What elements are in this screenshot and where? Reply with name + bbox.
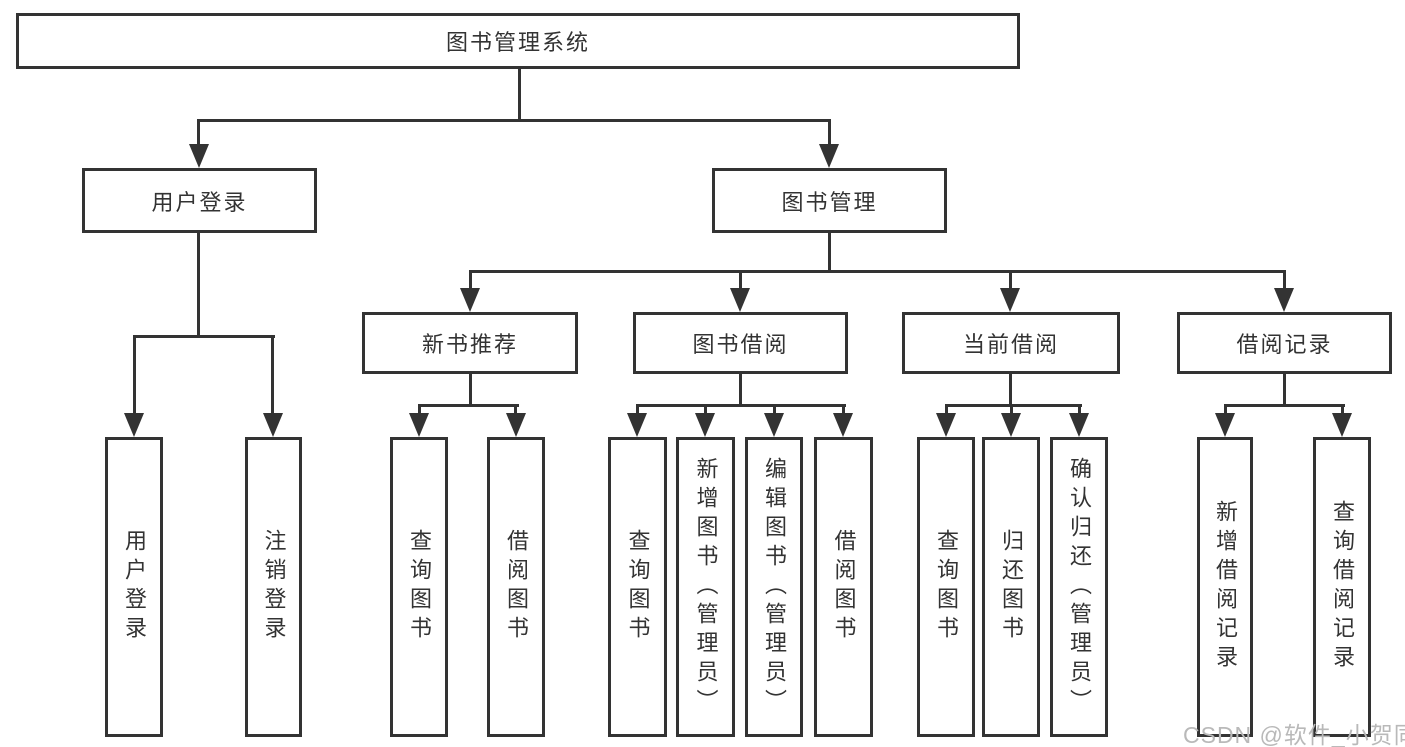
connector-stem	[514, 404, 517, 416]
arrow-down-icon	[695, 413, 715, 437]
leaf-label: 编辑图书（管理员）	[762, 456, 787, 718]
connector-stem	[133, 335, 136, 415]
connector-records-bar	[1224, 404, 1345, 407]
connector-stem	[842, 404, 845, 416]
arrow-down-icon	[1215, 413, 1235, 437]
connector-stem	[636, 404, 639, 416]
connector-mgmt-stem	[828, 233, 831, 273]
leaf-label: 注销登录	[261, 529, 287, 645]
arrow-down-icon	[460, 288, 480, 312]
arrow-down-icon	[819, 144, 839, 168]
arrow-down-icon	[936, 413, 956, 437]
leaf-label: 用户登录	[122, 529, 147, 645]
connector-stem	[469, 270, 472, 291]
leaf-label: 查询图书	[407, 529, 432, 645]
node-root: 图书管理系统	[16, 13, 1020, 69]
arrow-down-icon	[1069, 413, 1089, 437]
connector-stem	[418, 404, 421, 416]
arrow-down-icon	[627, 413, 647, 437]
leaf-label: 借阅图书	[831, 529, 857, 645]
connector-stem	[1010, 404, 1013, 416]
arrow-down-icon	[1332, 413, 1352, 437]
leaf-return-books: 归还图书	[982, 437, 1040, 737]
connector-root-bar	[197, 119, 831, 122]
arrow-down-icon	[189, 144, 209, 168]
arrow-down-icon	[1000, 288, 1020, 312]
connector-stem	[773, 404, 776, 416]
node-user-login: 用户登录	[82, 168, 317, 233]
node-book-borrow: 图书借阅	[633, 312, 848, 374]
node-new-book-recommend-label: 新书推荐	[421, 332, 518, 357]
arrow-down-icon	[833, 413, 853, 437]
node-book-borrow-label: 图书借阅	[692, 332, 789, 357]
leaf-borrow-books: 借阅图书	[814, 437, 873, 737]
leaf-edit-books-admin: 编辑图书（管理员）	[745, 437, 803, 737]
leaf-label: 查询图书	[934, 529, 959, 645]
connector-rec-bar	[418, 404, 519, 407]
connector-stem	[739, 270, 742, 291]
connector-records-stem	[1283, 374, 1286, 407]
node-new-book-recommend: 新书推荐	[362, 312, 578, 374]
connector-stem	[828, 119, 831, 147]
arrow-down-icon	[263, 413, 283, 437]
arrow-down-icon	[764, 413, 784, 437]
connector-stem	[1009, 270, 1012, 291]
arrow-down-icon	[409, 413, 429, 437]
node-borrow-records-label: 借阅记录	[1236, 332, 1333, 357]
leaf-query-borrow-record: 查询借阅记录	[1313, 437, 1371, 737]
node-user-login-label: 用户登录	[151, 189, 248, 215]
leaf-label: 新增借阅记录	[1213, 500, 1238, 674]
connector-stem	[1224, 404, 1227, 416]
node-current-borrow-label: 当前借阅	[962, 332, 1059, 357]
connector-rec-stem	[469, 374, 472, 407]
watermark: CSDN @软件_小贺同学	[1183, 722, 1405, 747]
connector-stem	[1341, 404, 1344, 416]
connector-stem	[945, 404, 948, 416]
leaf-logout: 注销登录	[245, 437, 302, 737]
connector-login-stem	[197, 233, 200, 338]
leaf-borrow-books: 借阅图书	[487, 437, 545, 737]
node-book-management-label: 图书管理	[781, 189, 878, 215]
leaf-add-borrow-record: 新增借阅记录	[1197, 437, 1253, 737]
connector-borrow-bar	[636, 404, 846, 407]
connector-current-stem	[1009, 374, 1012, 407]
leaf-label: 查询图书	[625, 529, 651, 645]
leaf-label: 归还图书	[999, 529, 1024, 645]
arrow-down-icon	[1001, 413, 1021, 437]
node-borrow-records: 借阅记录	[1177, 312, 1392, 374]
leaf-query-books: 查询图书	[917, 437, 975, 737]
connector-current-bar	[945, 404, 1082, 407]
arrow-down-icon	[124, 413, 144, 437]
leaf-query-books: 查询图书	[608, 437, 667, 737]
connector-borrow-stem	[739, 374, 742, 407]
leaf-add-books-admin: 新增图书（管理员）	[676, 437, 735, 737]
leaf-user-login: 用户登录	[105, 437, 163, 737]
connector-root-stem	[518, 68, 521, 121]
connector-stem	[704, 404, 707, 416]
leaf-label: 新增图书（管理员）	[693, 456, 719, 718]
connector-stem	[1283, 270, 1286, 291]
connector-stem	[197, 119, 200, 147]
connector-login-bar	[133, 335, 275, 338]
connector-stem	[1078, 404, 1081, 416]
leaf-label: 借阅图书	[504, 529, 529, 645]
connector-stem	[271, 335, 274, 415]
node-book-management: 图书管理	[712, 168, 947, 233]
arrow-down-icon	[506, 413, 526, 437]
connector-mgmt-bar	[469, 270, 1286, 273]
leaf-confirm-return-admin: 确认归还（管理员）	[1050, 437, 1108, 737]
node-current-borrow: 当前借阅	[902, 312, 1120, 374]
leaf-label: 查询借阅记录	[1330, 500, 1355, 674]
arrow-down-icon	[1274, 288, 1294, 312]
node-root-label: 图书管理系统	[445, 30, 590, 55]
leaf-query-books: 查询图书	[390, 437, 448, 737]
leaf-label: 确认归还（管理员）	[1067, 456, 1092, 718]
arrow-down-icon	[730, 288, 750, 312]
